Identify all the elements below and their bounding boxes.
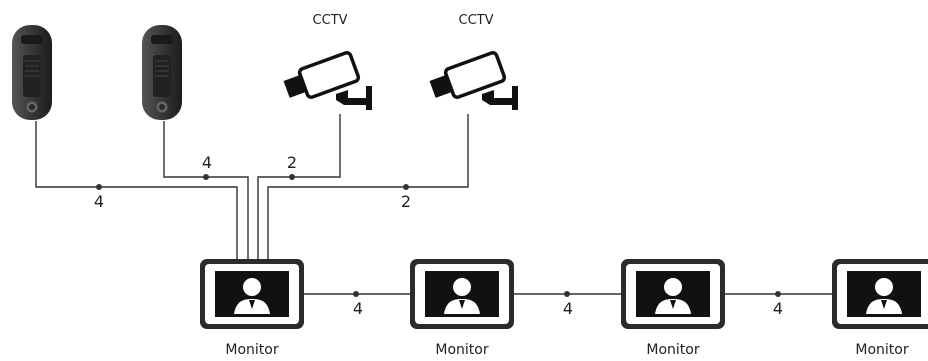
monitor-label: Monitor (435, 342, 488, 358)
wire-camera-2 (267, 114, 469, 260)
camera-label: CCTV (459, 13, 494, 28)
wire-label: 2 (287, 153, 297, 172)
wire-label: 4 (202, 153, 212, 172)
junction-dot (403, 184, 409, 190)
junction-dot (775, 291, 781, 297)
junction-dot (289, 174, 295, 180)
monitor-label: Monitor (855, 342, 908, 358)
junction-dot (564, 291, 570, 297)
junction-dot (353, 291, 359, 297)
junction-dot (96, 184, 102, 190)
wire-label: 4 (353, 299, 363, 318)
monitor-label: Monitor (646, 342, 699, 358)
monitor-icon (410, 259, 514, 329)
monitor-label: Monitor (225, 342, 278, 358)
monitor-icon (621, 259, 725, 329)
wire-door-station-1 (35, 121, 238, 260)
wire-door-station-2 (163, 121, 249, 260)
wire-label: 4 (563, 299, 573, 318)
wire-label: 4 (773, 299, 783, 318)
wire-label: 4 (94, 192, 104, 211)
wire-camera-1 (257, 114, 341, 260)
door-station-icon (141, 24, 183, 121)
camera-label: CCTV (313, 13, 348, 28)
cctv-camera-icon (427, 49, 520, 112)
door-station-icon (11, 24, 53, 121)
monitor-icon (200, 259, 304, 329)
monitor-icon (832, 259, 928, 329)
cctv-camera-icon (281, 49, 374, 112)
wire-label: 2 (401, 192, 411, 211)
junction-dot (203, 174, 209, 180)
